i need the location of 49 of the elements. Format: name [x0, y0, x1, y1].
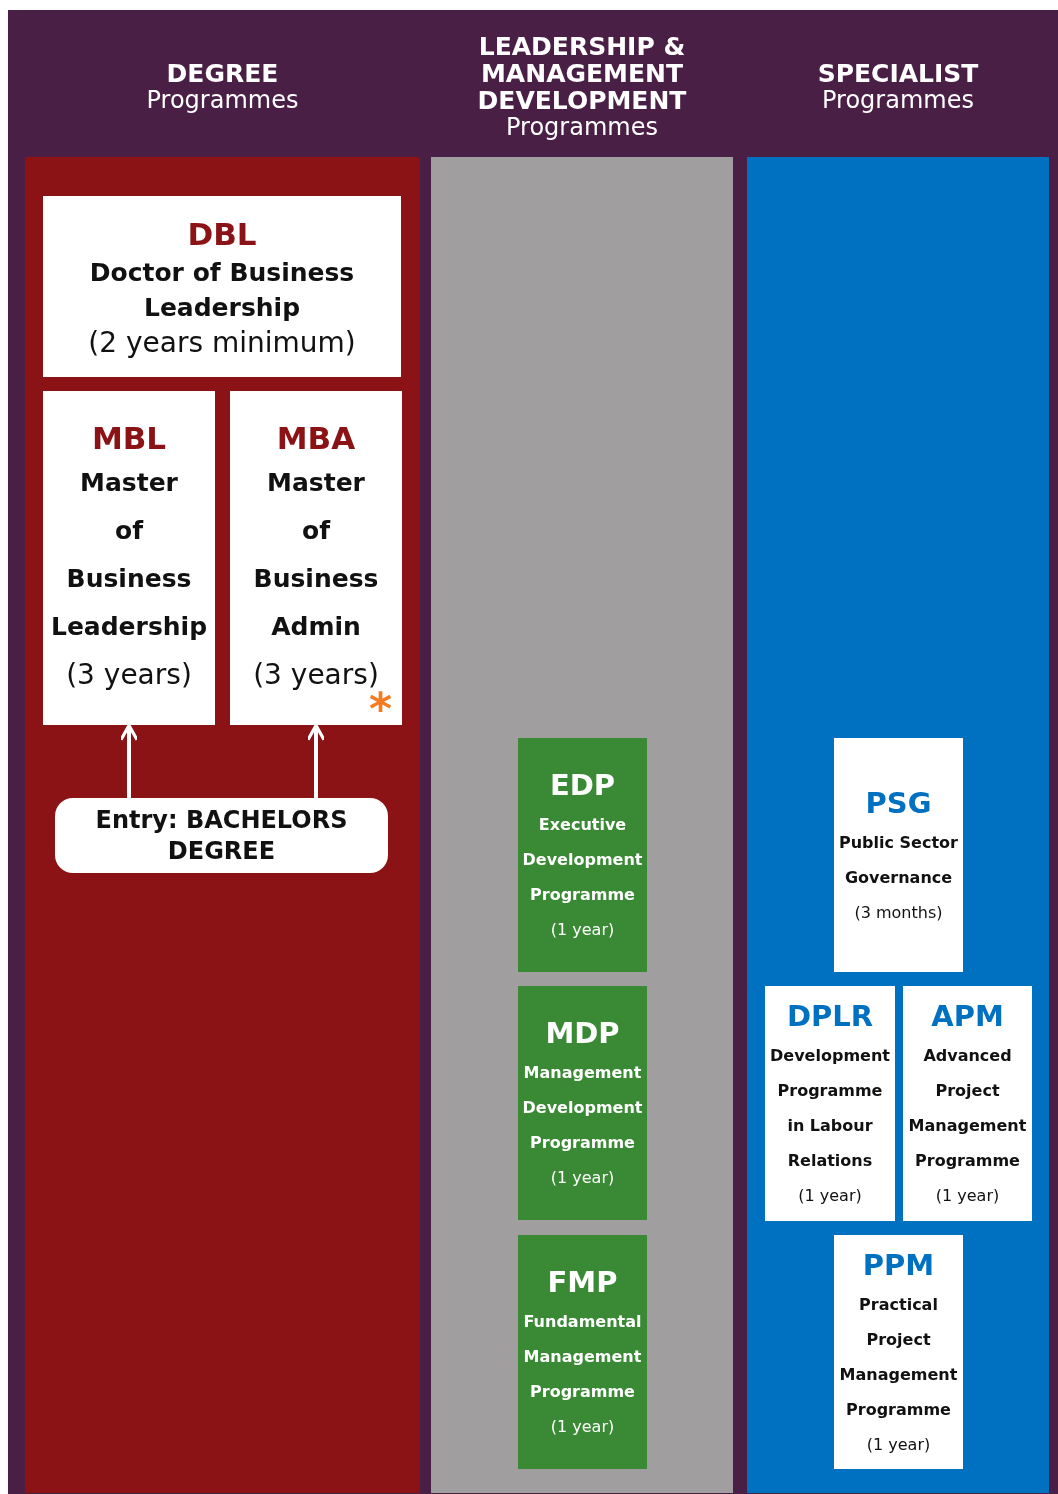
- programme-box: [518, 738, 647, 972]
- programme-duration: (3 years): [66, 657, 192, 693]
- programme-name: Master of Business Leadership: [49, 467, 209, 643]
- programme-name: Executive Development Programme: [522, 814, 643, 906]
- programme-box: [43, 391, 215, 725]
- programme-name: Advanced Project Management Programme: [907, 1045, 1028, 1172]
- programme-box: [765, 986, 895, 1221]
- programme-acronym: FMP: [547, 1264, 618, 1301]
- programme-name: Doctor of Business Leadership: [88, 257, 356, 324]
- programme-duration: (1 year): [798, 1185, 862, 1207]
- programme-box: [903, 986, 1032, 1221]
- programme-acronym: PSG: [865, 784, 932, 822]
- programme-box: [230, 391, 402, 725]
- programme-duration: (1 year): [550, 1167, 615, 1189]
- programme-acronym: MBA: [276, 419, 356, 458]
- programme-box: [43, 196, 401, 377]
- programme-name: Management Development Programme: [522, 1062, 643, 1154]
- programme-name: Fundamental Management Programme: [522, 1311, 643, 1403]
- column-heading: SPECIALIST: [817, 60, 979, 87]
- programme-acronym: PPM: [862, 1246, 935, 1284]
- programme-duration: (2 years minimum): [88, 325, 356, 360]
- programme-duration: (3 months): [854, 901, 943, 924]
- programme-duration: (1 year): [866, 1433, 931, 1456]
- programme-box: [518, 986, 647, 1220]
- programme-name: Master of Business Admin: [252, 467, 380, 643]
- programme-duration: (1 year): [935, 1185, 1000, 1207]
- programme-name: Practical Project Management Programme: [838, 1293, 959, 1421]
- programme-name: Public Sector Governance: [838, 831, 959, 889]
- column-heading: LEADERSHIP & MANAGEMENT DEVELOPMENT: [476, 33, 688, 114]
- programme-duration: (1 year): [550, 1416, 615, 1438]
- programme-acronym: DBL: [187, 215, 257, 254]
- column-subheading: Programmes: [146, 87, 299, 114]
- programme-box: [834, 1235, 963, 1469]
- arrow: [119, 723, 139, 798]
- programme-acronym: MDP: [545, 1015, 620, 1052]
- entry-requirement-box: [55, 798, 388, 873]
- entry-text: Entry: BACHELORS DEGREE: [94, 804, 349, 867]
- programme-acronym: DPLR: [786, 998, 874, 1035]
- column-heading: DEGREE: [166, 60, 279, 87]
- programme-box: [834, 738, 963, 972]
- programme-box: [518, 1235, 647, 1469]
- column-subheading: Programmes: [822, 87, 974, 114]
- programme-duration: (1 year): [550, 919, 615, 941]
- programme-acronym: MBL: [91, 419, 167, 458]
- programme-acronym: APM: [931, 998, 1004, 1035]
- column-subheading: Programmes: [506, 114, 658, 141]
- programme-name: Development Programme in Labour Relations: [769, 1045, 891, 1172]
- arrow: [306, 723, 326, 798]
- programme-acronym: EDP: [549, 767, 616, 804]
